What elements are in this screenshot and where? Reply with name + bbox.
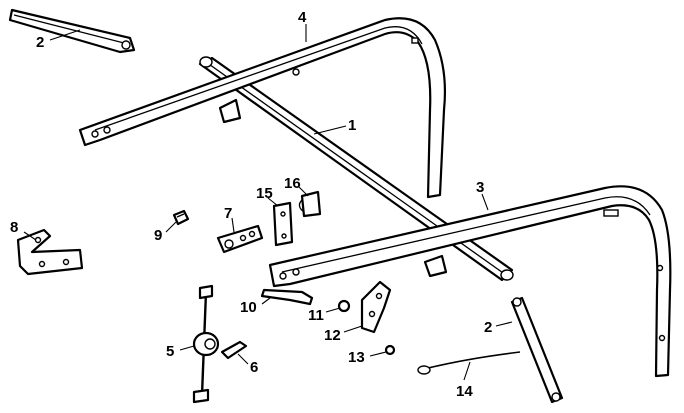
part-pin — [260, 288, 314, 306]
part-bracket-plate — [216, 224, 264, 254]
callout-6: 6 — [250, 359, 258, 376]
callout-2-right: 2 — [484, 319, 492, 336]
part-clip — [298, 190, 322, 218]
part-bolt — [172, 209, 190, 226]
callout-4: 4 — [298, 9, 307, 26]
part-front-frame — [268, 185, 672, 378]
part-rear-frame — [78, 17, 447, 199]
callout-3: 3 — [476, 179, 484, 196]
callout-labels: 1 2 2 3 4 5 6 7 8 9 10 11 12 13 14 15 16 — [10, 9, 492, 400]
part-clamp-assembly — [192, 284, 220, 404]
callout-9: 9 — [154, 227, 162, 244]
callout-12: 12 — [324, 327, 341, 344]
callout-15: 15 — [256, 185, 273, 202]
part-strut-top-left — [8, 8, 136, 54]
part-strut-right — [510, 296, 564, 404]
callout-2-top-left: 2 — [36, 34, 44, 51]
callout-5: 5 — [166, 343, 174, 360]
callout-8: 8 — [10, 219, 18, 236]
part-handle — [220, 340, 248, 360]
callout-7: 7 — [224, 205, 232, 222]
part-plate — [272, 201, 294, 247]
callout-11: 11 — [308, 307, 324, 324]
part-mounting-bracket — [16, 228, 84, 276]
part-nut — [337, 299, 351, 313]
part-cross-tube — [198, 56, 514, 282]
callout-14: 14 — [456, 383, 473, 400]
callout-10: 10 — [240, 299, 257, 316]
callout-1: 1 — [348, 117, 356, 134]
callout-16: 16 — [284, 175, 301, 192]
callout-13: 13 — [348, 349, 365, 366]
part-cable — [417, 351, 521, 375]
part-hinge-bracket — [360, 280, 392, 334]
leader-lines — [23, 24, 513, 381]
part-small-nut — [384, 344, 396, 356]
